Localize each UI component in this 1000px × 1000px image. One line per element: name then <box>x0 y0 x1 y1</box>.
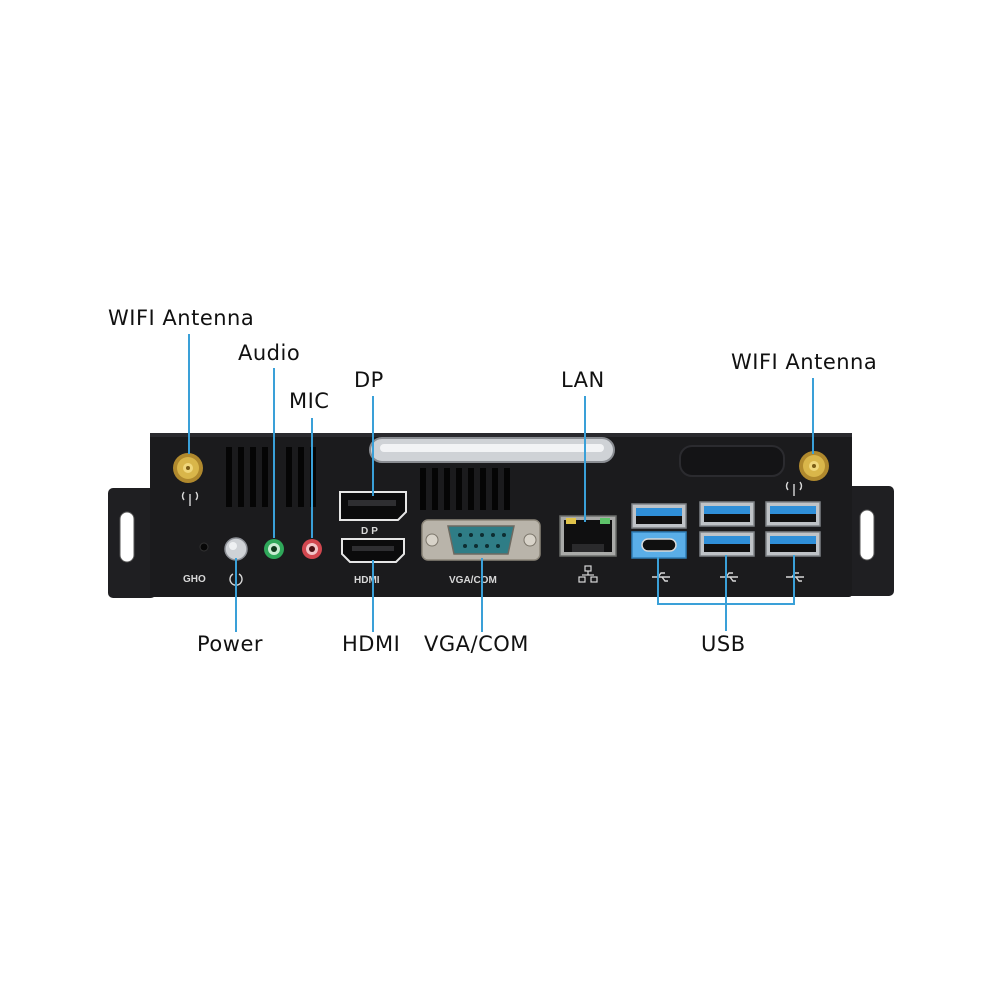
lan-icon <box>578 565 598 583</box>
leader-line-usb-2 <box>725 555 727 605</box>
blank-cutout <box>679 445 785 477</box>
label-usb: USB <box>701 632 746 656</box>
audio-jack[interactable] <box>264 539 284 559</box>
vent-grille-left <box>226 447 316 507</box>
antenna-icon <box>181 491 199 506</box>
leader-line-usb-stem <box>725 603 727 631</box>
leader-line-usb-1 <box>657 557 659 605</box>
leader-line-wifi-left <box>188 334 190 454</box>
leader-line-usb-3 <box>793 555 795 605</box>
dp-port[interactable] <box>339 491 407 521</box>
vga-com-marking: VGA/COM <box>449 575 497 586</box>
vent-grille-center <box>420 468 510 510</box>
antenna-icon <box>785 481 803 496</box>
mounting-bracket-right <box>846 486 894 596</box>
leader-line-dp <box>372 396 374 496</box>
leader-line-hdmi <box>372 560 374 632</box>
mic-jack[interactable] <box>302 539 322 559</box>
mounting-bracket-left <box>108 488 156 598</box>
leader-line-power <box>235 558 237 632</box>
label-power: Power <box>197 632 263 656</box>
label-wifi-antenna-right: WIFI Antenna <box>731 350 878 374</box>
vga-com-port[interactable] <box>421 519 541 561</box>
dp-marking: DP <box>361 526 381 537</box>
leader-line-mic <box>311 418 313 538</box>
label-dp: DP <box>354 368 384 392</box>
wifi-antenna-connector-right <box>799 451 829 481</box>
label-audio: Audio <box>238 341 301 365</box>
usb-c-port[interactable] <box>631 531 687 559</box>
usb-icon <box>652 572 670 582</box>
label-mic: MIC <box>289 389 330 413</box>
usb-a-port[interactable] <box>765 501 821 527</box>
handle <box>369 437 615 463</box>
lan-port[interactable] <box>559 515 617 557</box>
label-vga-com: VGA/COM <box>424 632 529 656</box>
usb-a-port[interactable] <box>631 503 687 529</box>
leader-line-wifi-right <box>812 378 814 454</box>
leader-line-audio <box>273 368 275 538</box>
usb-icon <box>720 572 738 582</box>
hdmi-marking: HDMI <box>354 575 380 586</box>
label-wifi-antenna-left: WIFI Antenna <box>108 306 255 330</box>
wifi-antenna-connector-left <box>173 453 203 483</box>
gho-marking: GHO <box>183 574 206 585</box>
hdmi-port[interactable] <box>341 538 405 563</box>
usb-a-port[interactable] <box>765 531 821 557</box>
leader-line-vga-com <box>481 558 483 632</box>
usb-a-port[interactable] <box>699 501 755 527</box>
label-hdmi: HDMI <box>342 632 401 656</box>
power-button[interactable] <box>224 537 248 561</box>
label-lan: LAN <box>561 368 605 392</box>
leader-line-lan <box>584 396 586 522</box>
reset-hole <box>199 542 209 552</box>
usb-a-port[interactable] <box>699 531 755 557</box>
